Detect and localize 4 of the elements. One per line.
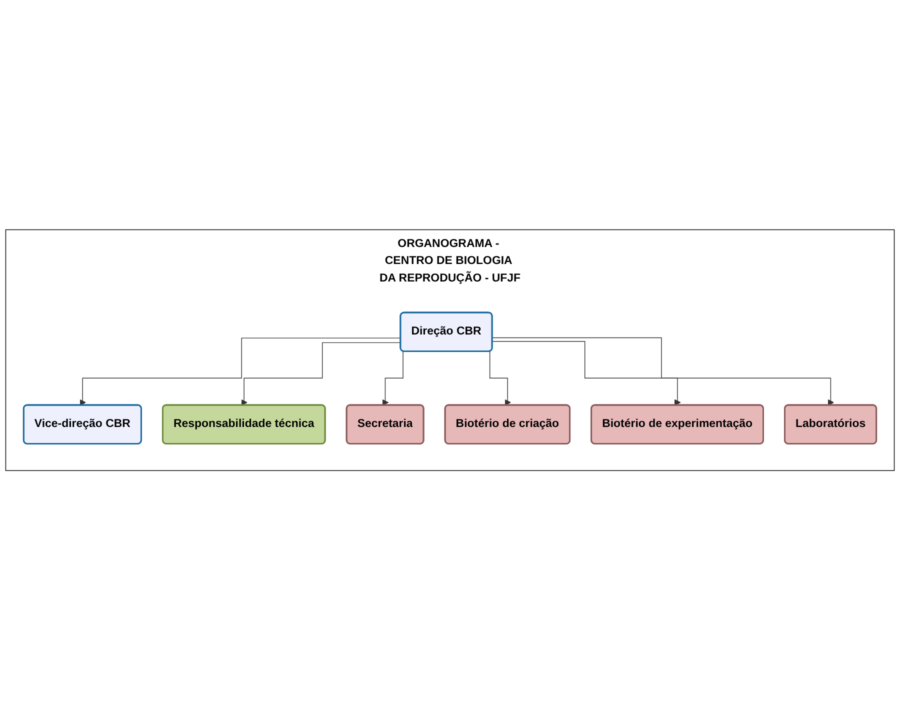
arrow (80, 338, 402, 406)
arrow (492, 340, 681, 406)
arrow (492, 337, 834, 406)
arrow (241, 342, 402, 406)
